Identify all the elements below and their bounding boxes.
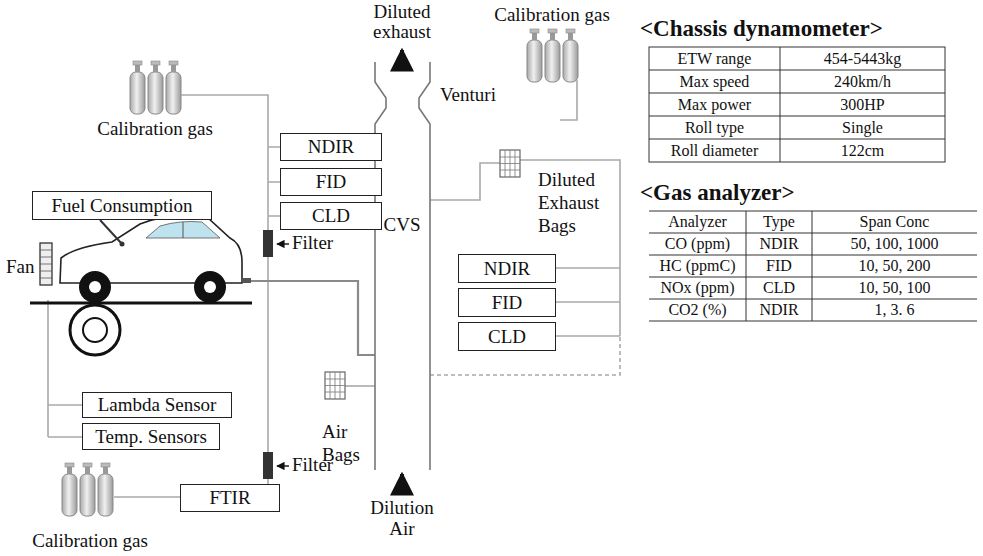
table-title: <Gas analyzer> — [640, 180, 795, 206]
table-cell: NDIR — [746, 299, 812, 321]
flow-arrow — [400, 474, 404, 492]
cvs-tunnel — [375, 62, 430, 470]
part-label: Diluted exhaust — [357, 2, 447, 42]
part-label: Filter — [292, 232, 333, 254]
box-text: FTIR — [209, 487, 250, 509]
table-cell: 240km/h — [780, 70, 945, 93]
box-text: Lambda Sensor — [98, 394, 217, 416]
analyzer-box: FID — [280, 168, 382, 196]
table-cell: Analyzer — [649, 211, 746, 233]
part-label: Calibration gas — [477, 4, 627, 26]
analyzer-box: NDIR — [280, 133, 382, 161]
sample-bag — [325, 372, 345, 399]
filter — [263, 452, 273, 479]
box-text: CLD — [312, 205, 350, 227]
table-cell: NDIR — [746, 233, 812, 255]
table-cell: 1, 3. 6 — [812, 299, 977, 321]
analyzer-box: FTIR — [180, 484, 280, 512]
part-label: Diluted Exhaust Bags — [538, 168, 613, 237]
table-cell: Max speed — [649, 70, 780, 93]
table-cell: 10, 50, 100 — [812, 277, 977, 299]
sensor-box: Lambda Sensor — [82, 392, 232, 418]
table-cell: FID — [746, 255, 812, 277]
part-label: Filter — [292, 454, 333, 476]
box-text: FID — [492, 292, 523, 314]
table-cell: HC (ppmC) — [649, 255, 746, 277]
sensor-box: Temp. Sensors — [82, 423, 220, 450]
box-text: Fuel Consumption — [52, 195, 193, 217]
table-cell: 10, 50, 200 — [812, 255, 977, 277]
gas-cylinders — [62, 463, 113, 516]
table-cell: 122cm — [780, 139, 945, 162]
table-cell: ETW range — [649, 47, 780, 70]
table-cell: CLD — [746, 277, 812, 299]
table-title: <Chassis dynamometer> — [640, 16, 883, 42]
part-label: Dilution Air — [362, 497, 442, 539]
table-cell: Span Conc — [812, 211, 977, 233]
box-text: NDIR — [484, 258, 530, 280]
table-cell: 50, 100, 1000 — [812, 233, 977, 255]
gas-cylinders — [527, 29, 578, 82]
table-cell: 454-5443kg — [780, 47, 945, 70]
part-label: Fan — [6, 256, 35, 278]
sample-lines — [48, 80, 620, 497]
sample-bag — [500, 150, 520, 177]
filter-pointer — [277, 465, 289, 466]
flow-arrow — [400, 50, 404, 66]
exhaust-line — [250, 281, 375, 355]
analyzer-box: CLD — [458, 322, 556, 351]
analyzer-box: FID — [458, 288, 556, 317]
box-text: FID — [316, 171, 347, 193]
table-cell: CO2 (%) — [649, 299, 746, 321]
part-label: Calibration gas — [15, 530, 165, 552]
analyzer-box: CLD — [280, 202, 382, 230]
table-cell: NOx (ppm) — [649, 277, 746, 299]
sensor-box: Fuel Consumption — [32, 191, 212, 220]
box-text: Temp. Sensors — [95, 426, 207, 448]
analyzer-box: NDIR — [458, 254, 556, 283]
table-cell: Roll diameter — [649, 139, 780, 162]
box-text: CLD — [488, 326, 526, 348]
table-cell: Single — [780, 116, 945, 139]
box-text: NDIR — [308, 136, 354, 158]
table-cell: CO (ppm) — [649, 233, 746, 255]
vehicle — [30, 216, 252, 355]
table-cell: Max power — [649, 93, 780, 116]
table-cell: Roll type — [649, 116, 780, 139]
part-label: Calibration gas — [80, 118, 230, 140]
gas-cylinders — [130, 61, 181, 114]
part-label: Venturi — [440, 84, 496, 106]
cooling-fan — [40, 243, 52, 285]
table-cell: Type — [746, 211, 812, 233]
part-label: CVS — [377, 214, 427, 236]
table-cell: 300HP — [780, 93, 945, 116]
filter — [263, 230, 273, 257]
filter-pointer — [277, 243, 289, 244]
